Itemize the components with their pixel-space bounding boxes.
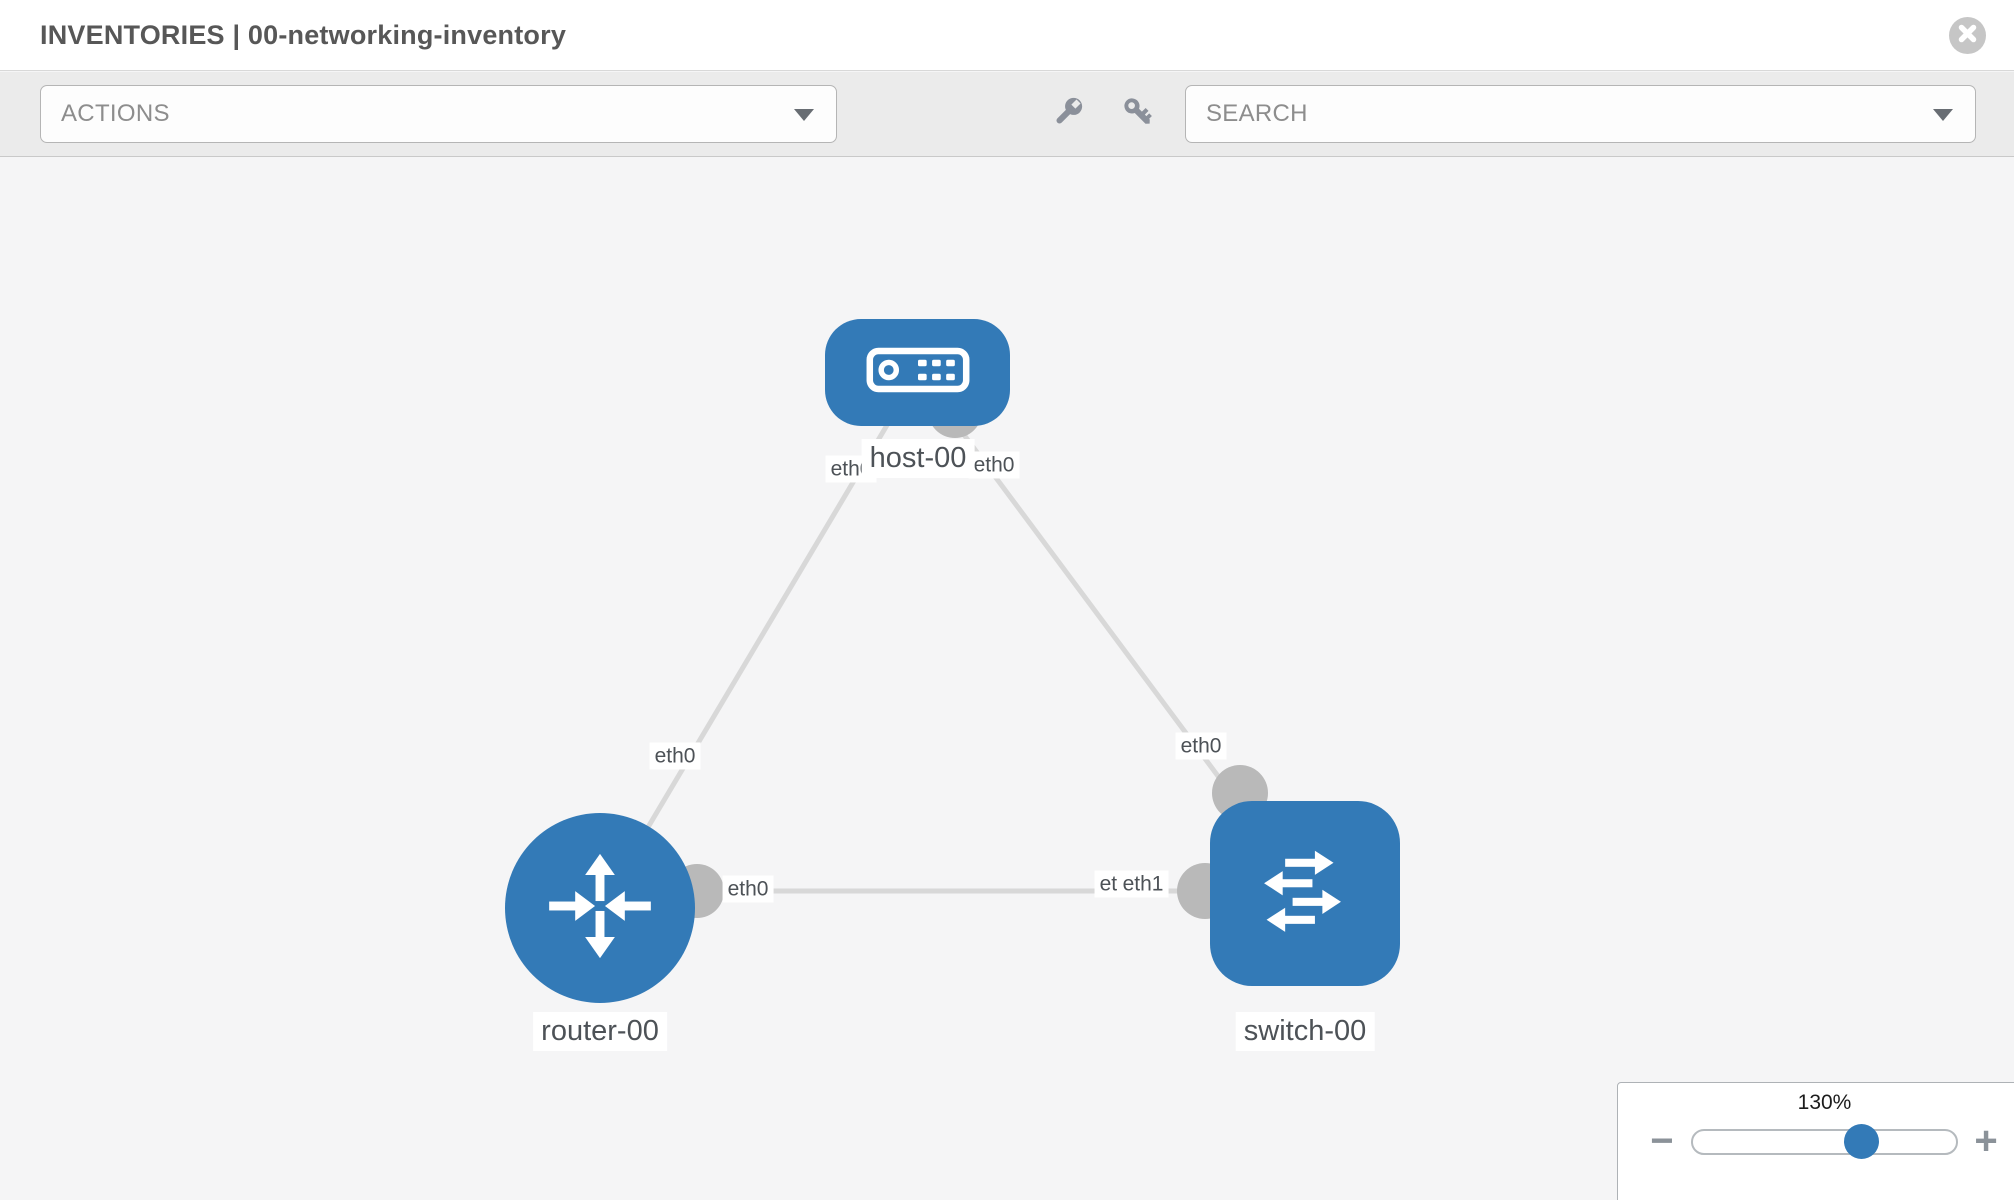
zoom-out-button[interactable]: −	[1650, 1119, 1674, 1163]
chevron-down-icon	[794, 109, 814, 121]
node-label-host-00: host-00	[861, 439, 975, 478]
node-switch-00[interactable]	[1210, 801, 1400, 986]
configure-button[interactable]	[1040, 86, 1096, 142]
page-title: INVENTORIES | 00-networking-inventory	[40, 20, 567, 50]
if-label-router-switch-switch-end-eth1: eth1	[1117, 870, 1169, 898]
if-label-router-switch-router-end: eth0	[722, 875, 774, 903]
zoom-in-button[interactable]: +	[1974, 1119, 1998, 1163]
header-bar: INVENTORIES | 00-networking-inventory	[0, 0, 2014, 71]
node-label-router-00: router-00	[533, 1012, 667, 1051]
switch-icon	[1242, 829, 1368, 958]
key-icon	[1119, 93, 1157, 136]
node-router-00[interactable]	[505, 813, 695, 1003]
zoom-slider-handle[interactable]	[1844, 1124, 1879, 1159]
topology-links	[597, 371, 1308, 910]
chevron-down-icon	[1933, 109, 1953, 121]
wrench-icon	[1049, 93, 1087, 136]
host-icon	[866, 347, 970, 398]
zoom-level-value: 130%	[1797, 1091, 1852, 1114]
if-label-host-router-router-end: eth0	[649, 742, 701, 770]
search-combo	[1185, 85, 1976, 143]
close-button[interactable]	[1949, 17, 1986, 54]
credentials-button[interactable]	[1110, 86, 1166, 142]
if-label-host-switch-switch-end: eth0	[1175, 732, 1227, 760]
topology-canvas[interactable]: eth0 eth0 eth0 eth0 eth0 eth0 eth1 host-…	[0, 158, 2014, 1200]
close-icon	[1949, 15, 1986, 57]
actions-dropdown[interactable]: ACTIONS	[40, 85, 837, 143]
node-host-00[interactable]	[825, 319, 1010, 426]
search-input[interactable]	[1186, 86, 1975, 142]
if-label-host-switch-host-end: eth0	[968, 451, 1020, 479]
zoom-panel: 130% − +	[1617, 1082, 2014, 1200]
zoom-slider-track[interactable]	[1691, 1124, 1958, 1159]
node-label-switch-00: switch-00	[1235, 1012, 1375, 1051]
toolbar: ACTIONS	[0, 72, 2014, 157]
router-icon	[538, 844, 662, 973]
actions-dropdown-label: ACTIONS	[61, 100, 170, 127]
